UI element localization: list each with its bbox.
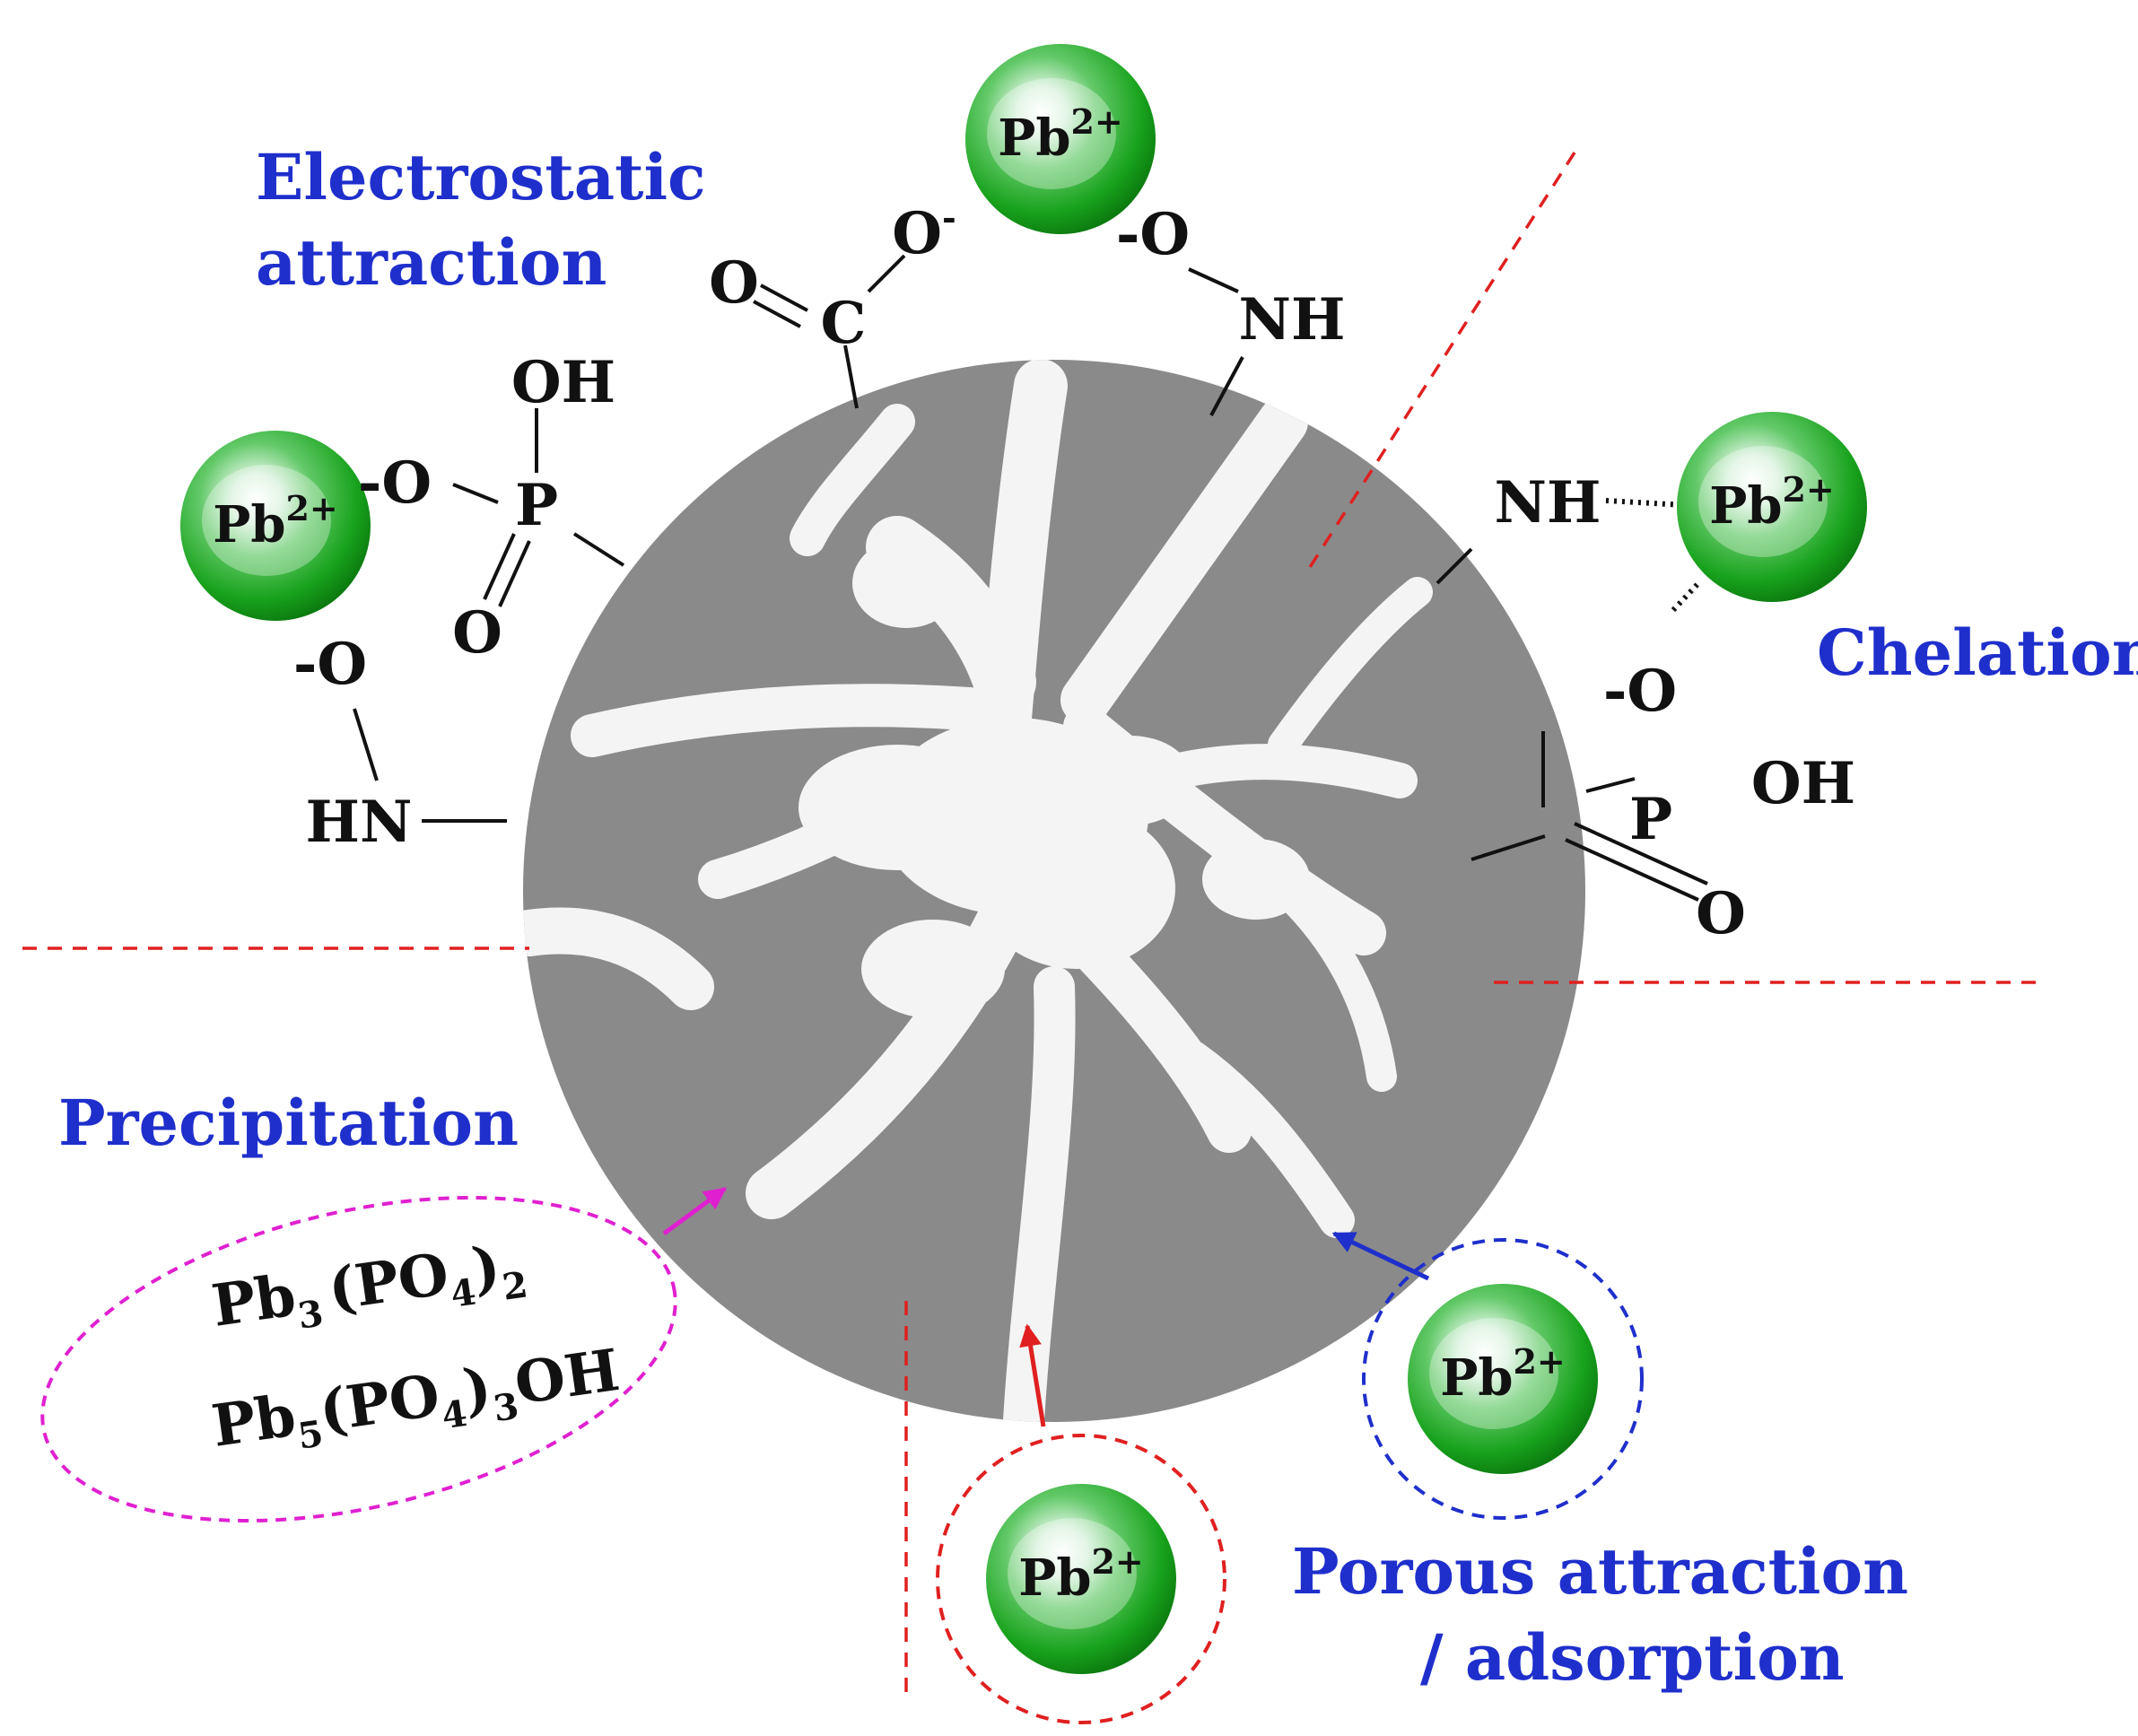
bond-p-o-double-left-2 [498,540,531,607]
carboxyl-o-minus: O- [892,197,956,267]
region-dividers [22,152,2041,1700]
ion-porous-right-halo [1362,1238,1644,1520]
bond-p-o-double-left-1 [483,533,516,600]
hn-left: HN [306,789,413,856]
ion-porous-bottom-halo [936,1434,1226,1724]
bond-particle-p-left [572,532,625,567]
bond-lines [353,254,1708,902]
bond-particle-nh-top [1209,356,1244,416]
bond-p-oh-right [1585,777,1636,793]
o-left-double: O [452,599,502,667]
ion-porous-right-label: Pb2+ [1440,1341,1566,1408]
arrows [662,1186,1430,1427]
ion-porous-bottom-label: Pb2+ [1018,1541,1144,1608]
bond-p-o-double-right-2 [1565,838,1699,902]
ion-left: Pb2+ [180,431,371,621]
ion-top: Pb2+ [965,44,1156,234]
bond-particle-c [843,345,859,409]
label-electrostatic-line1: Electrostatic [256,140,706,214]
ion-porous-right: Pb2+ [1362,1238,1644,1520]
porous-particle [523,360,1585,1422]
nh-right: NH [1495,469,1601,537]
oxide-top: -O [1116,201,1190,268]
bond-c-o-double-2 [753,300,801,328]
o-minus-right: -O [1603,658,1677,725]
mechanism-labels: Electrostatic attraction Chelation Preci… [58,140,2138,1695]
chemical-groups: O C O- -O NH OH -O P O -O HN NH -O P OH … [293,197,1855,947]
pore-network [523,360,1433,1422]
bond-nh-o-top [1188,267,1239,293]
ion-porous-bottom: Pb2+ [936,1434,1226,1724]
bond-p-o-left [452,483,499,504]
formula-pb5po43oh: Pb5(PO4)3OH [208,1337,624,1470]
ion-top-label: Pb2+ [998,101,1123,168]
ion-right-label: Pb2+ [1709,469,1835,536]
nh-top: NH [1239,286,1346,353]
carboxyl-o-double: O [709,249,759,317]
coord-bond-nh-pb [1605,498,1686,508]
o-right-double: O [1696,880,1746,947]
ion-left-label: Pb2+ [213,488,338,554]
label-precipitation: Precipitation [58,1086,519,1160]
label-porous-line1: Porous attraction [1292,1534,1908,1609]
carboxyl-c: C [821,290,867,357]
divider-top-right [1304,152,1576,575]
bond-particle-nh-right [1436,547,1473,585]
precipitate-ellipse [40,1195,677,1523]
bond-particle-p-right [1470,834,1546,861]
label-porous-line2: / adsorption [1420,1620,1845,1695]
o-minus-left: -O [358,449,432,517]
bond-c-o-minus [867,254,906,293]
label-electrostatic-line2: attraction [256,225,606,300]
arrow-magenta [662,1186,728,1236]
precipitate-formulas: Pb3(PO4)2 Pb5(PO4)3OH [208,1230,624,1470]
ion-right: Pb2+ [1677,412,1867,602]
label-chelation: Chelation [1817,615,2138,690]
bond-c-o-double-1 [760,284,808,312]
coord-bond-o-pb [1671,579,1703,613]
bond-hn-o [353,708,379,781]
oh-right: OH [1751,750,1855,817]
bond-p-o-double-right-1 [1574,822,1708,885]
oh-left: OH [511,349,615,416]
arrow-blue [1331,1231,1430,1281]
arrow-red [1019,1323,1046,1427]
formula-pb3po42: Pb3(PO4)2 [208,1230,530,1349]
p-right: P [1629,786,1672,853]
o-minus-lower-left: -O [293,631,367,698]
p-left: P [515,472,558,539]
